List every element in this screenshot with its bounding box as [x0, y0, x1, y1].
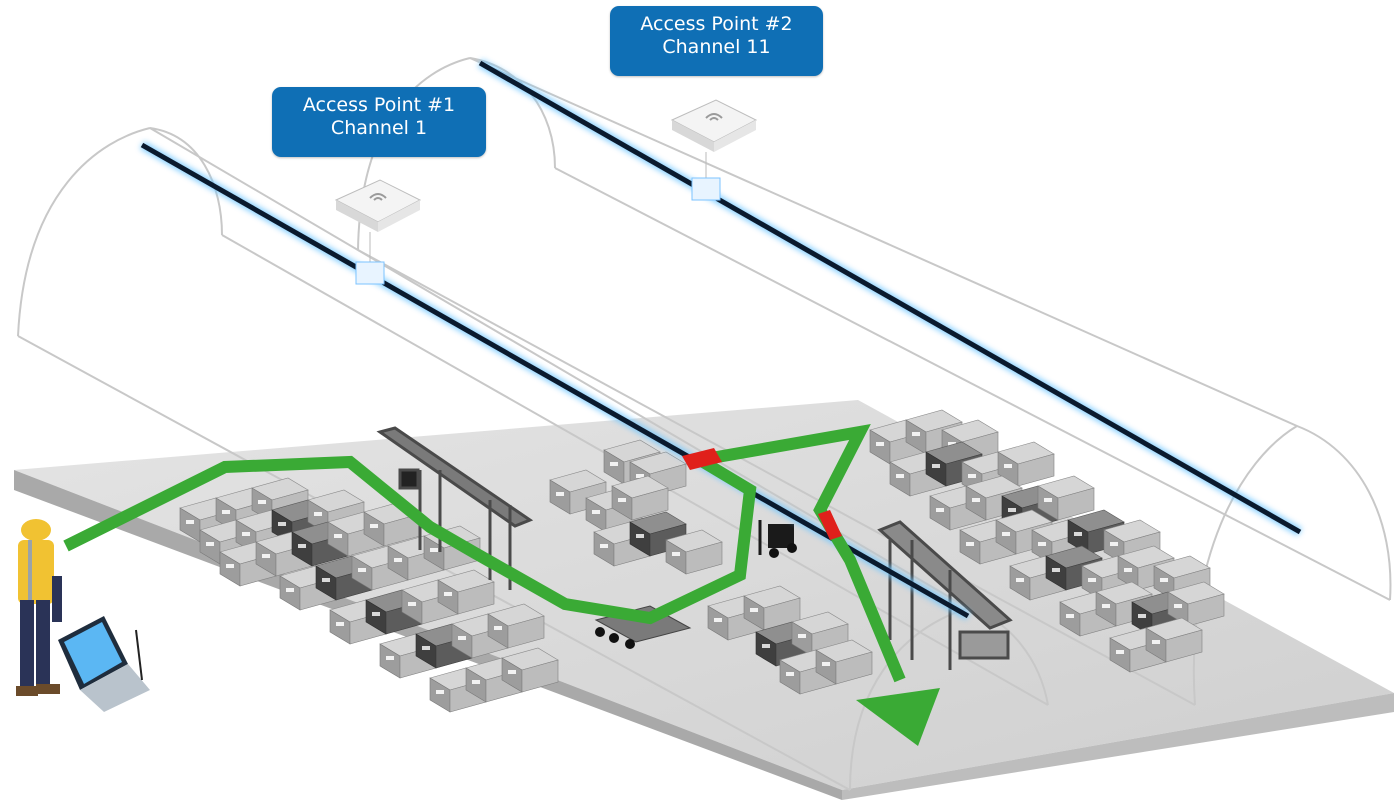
access-point-2-label: Access Point #2 Channel 11 [610, 6, 823, 76]
laptop-icon [58, 616, 150, 712]
path-arrow-icon [856, 688, 940, 746]
roaming-path [63, 424, 940, 746]
access-point-icon-2 [670, 99, 758, 201]
access-point-2-channel: Channel 11 [662, 36, 771, 58]
worker-icon [16, 519, 62, 696]
dead-zone-markers [682, 448, 842, 540]
access-point-2-name: Access Point #2 [640, 13, 793, 35]
gantry-right [877, 520, 1013, 670]
forklift-icon [758, 520, 797, 558]
access-point-1-name: Access Point #1 [302, 94, 456, 116]
access-point-icon [334, 179, 422, 285]
access-point-1-label: Access Point #1 Channel 1 [272, 87, 486, 157]
access-point-1-channel: Channel 1 [330, 117, 428, 139]
cable-2 [477, 59, 1303, 536]
